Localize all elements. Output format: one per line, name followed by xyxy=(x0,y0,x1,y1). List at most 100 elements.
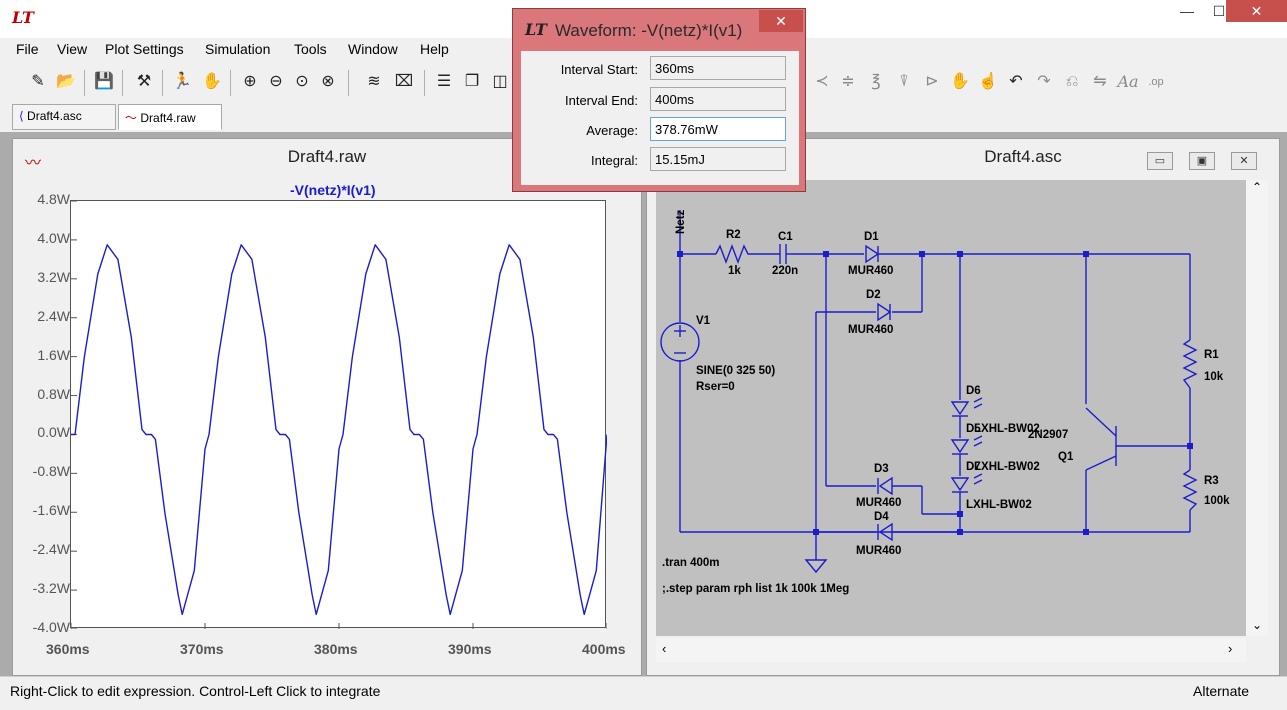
led-d5[interactable] xyxy=(950,439,970,454)
status-mode: Alternate xyxy=(1193,683,1250,699)
led-icon[interactable]: ⍒ xyxy=(899,73,909,90)
spice-directive-icon[interactable]: .op xyxy=(1148,76,1164,88)
series-line[interactable] xyxy=(71,244,608,616)
tab-label: Draft4.asc xyxy=(27,109,82,123)
plot-area[interactable] xyxy=(70,200,608,630)
led-d7[interactable] xyxy=(950,477,970,492)
toolbar: ✎ 📂 💾 ⚒ 🏃 ✋ ⊕ ⊖ ⊙ ⊗ ≋ ⌧ ☰ ❐ ◫ ≺ ≑ ℥ ⍒ ⊳ … xyxy=(8,66,1188,100)
toolbar-separator xyxy=(230,70,231,96)
label-r3-value: 100k xyxy=(1204,495,1230,507)
halt-icon[interactable]: ✋ xyxy=(202,73,222,90)
resistor-r2[interactable] xyxy=(715,244,752,264)
markers-icon[interactable]: ⌧ xyxy=(394,73,414,90)
resistor-r3[interactable] xyxy=(1182,469,1198,511)
status-bar: Right-Click to edit expression. Control-… xyxy=(0,676,1287,710)
menu-tools[interactable]: Tools xyxy=(294,41,327,57)
label-r2-value: 1k xyxy=(728,265,741,277)
zoom-in-icon[interactable]: ⊕ xyxy=(243,73,257,90)
tile-horizontal-icon[interactable]: ☰ xyxy=(436,73,452,90)
tab-draft4-asc[interactable]: ⟨ Draft4.asc xyxy=(12,104,116,130)
menu-simulation[interactable]: Simulation xyxy=(205,41,271,57)
child-minimize-button[interactable]: ▭ xyxy=(1147,152,1173,170)
text-icon[interactable]: Aa xyxy=(1117,72,1139,91)
diode-d3[interactable] xyxy=(878,476,893,496)
autorange-icon[interactable]: ≋ xyxy=(367,73,381,90)
schematic-window-title: Draft4.asc xyxy=(984,147,1062,166)
tab-draft4-raw[interactable]: 〜 Draft4.raw xyxy=(118,104,222,130)
y-tick-label: -1.6W xyxy=(32,502,70,519)
label-v1-rser: Rser=0 xyxy=(696,381,735,393)
interval-start-field[interactable]: 360ms xyxy=(650,56,786,80)
open-icon[interactable]: 📂 xyxy=(56,73,76,90)
maximize-button[interactable]: ☐ xyxy=(1212,3,1226,19)
zoom-out-icon[interactable]: ⊖ xyxy=(269,73,283,90)
scroll-right-icon[interactable]: › xyxy=(1228,641,1233,656)
inductor-icon[interactable]: ℥ xyxy=(871,73,881,90)
label-d4: D4 xyxy=(874,511,889,523)
control-panel-icon[interactable]: ⚒ xyxy=(136,73,152,90)
redo-icon[interactable]: ↷ xyxy=(1037,73,1051,90)
y-tick-label: -2.4W xyxy=(32,541,70,558)
label-d5: D5 xyxy=(966,423,981,435)
resistor-r1[interactable] xyxy=(1182,339,1198,389)
spice-directive-tran[interactable]: .tran 400m xyxy=(662,557,720,569)
status-text: Right-Click to edit expression. Control-… xyxy=(10,683,381,699)
voltage-source-v1[interactable] xyxy=(660,322,700,362)
close-button[interactable]: ✕ xyxy=(1226,0,1287,22)
zoom-cancel-icon[interactable]: ⊗ xyxy=(321,73,335,90)
menu-plot-settings[interactable]: Plot Settings xyxy=(105,41,184,57)
scroll-left-icon[interactable]: ‹ xyxy=(662,641,667,656)
zoom-fit-icon[interactable]: ⊙ xyxy=(295,73,309,90)
scroll-up-icon[interactable]: ⌃ xyxy=(1252,180,1263,194)
x-tick-label: 380ms xyxy=(314,641,358,657)
horizontal-scrollbar[interactable]: ‹ › xyxy=(656,638,1246,662)
ground-icon[interactable]: ≑ xyxy=(841,73,855,90)
new-schematic-icon[interactable]: ✎ xyxy=(31,73,45,90)
schematic-icon: ⟨ xyxy=(19,109,24,123)
diode-d2[interactable] xyxy=(877,302,892,322)
tile-vertical-icon[interactable]: ◫ xyxy=(492,73,508,90)
vertical-scrollbar[interactable]: ⌃ ⌄ xyxy=(1246,180,1268,636)
integral-field[interactable]: 15.15mJ xyxy=(650,147,786,171)
led-d6[interactable] xyxy=(950,401,970,416)
child-restore-button[interactable]: ▣ xyxy=(1189,152,1215,170)
dialog-close-button[interactable]: ✕ xyxy=(759,10,803,32)
waveform-icon: 〰 xyxy=(25,155,42,172)
waveform-chart[interactable] xyxy=(70,200,608,630)
child-close-button[interactable]: ✕ xyxy=(1231,152,1257,170)
schematic-canvas[interactable]: Netz R2 1k C1 220n D1 MUR460 D2 MUR460 V… xyxy=(656,180,1246,636)
diode-icon[interactable]: ≺ xyxy=(815,73,829,90)
label-led-model-3: LXHL-BW02 xyxy=(966,499,1032,511)
label-v1: V1 xyxy=(696,315,711,327)
move-icon[interactable]: ✋ xyxy=(950,73,970,90)
menu-view[interactable]: View xyxy=(57,41,88,57)
label-r3: R3 xyxy=(1204,475,1219,487)
cascade-icon[interactable]: ❐ xyxy=(464,73,480,90)
transistor-q1-emitter xyxy=(1085,407,1117,437)
diode-d1[interactable] xyxy=(865,244,880,264)
mirror-icon[interactable]: ⇋ xyxy=(1093,73,1107,90)
junction xyxy=(919,251,925,257)
scroll-down-icon[interactable]: ⌄ xyxy=(1252,618,1263,632)
minimize-button[interactable]: — xyxy=(1180,3,1194,19)
trace-label[interactable]: -V(netz)*I(v1) xyxy=(290,182,376,198)
component-icon[interactable]: ⊳ xyxy=(925,73,939,90)
interval-end-field[interactable]: 400ms xyxy=(650,87,786,111)
undo-icon[interactable]: ↶ xyxy=(1009,73,1023,90)
toolbar-separator xyxy=(84,70,85,96)
y-tick-label: 4.0W xyxy=(37,229,70,246)
y-tick-label: -3.2W xyxy=(32,580,70,597)
run-icon[interactable]: 🏃 xyxy=(172,73,192,90)
diode-d4[interactable] xyxy=(878,522,893,542)
average-field[interactable]: 378.76mW xyxy=(650,117,786,141)
menu-help[interactable]: Help xyxy=(420,41,449,57)
menu-file[interactable]: File xyxy=(16,41,39,57)
label-led-model-2: LXHL-BW02 xyxy=(974,461,1040,473)
label-d6: D6 xyxy=(966,385,981,397)
schematic-drawing[interactable]: Netz R2 1k C1 220n D1 MUR460 D2 MUR460 V… xyxy=(656,180,1246,636)
rotate-icon[interactable]: ⎌ xyxy=(1065,73,1079,90)
menu-window[interactable]: Window xyxy=(348,41,398,57)
drag-icon[interactable]: ☝ xyxy=(978,73,998,90)
save-icon[interactable]: 💾 xyxy=(94,73,114,90)
spice-directive-step[interactable]: ;.step param rph list 1k 100k 1Meg xyxy=(662,583,849,595)
